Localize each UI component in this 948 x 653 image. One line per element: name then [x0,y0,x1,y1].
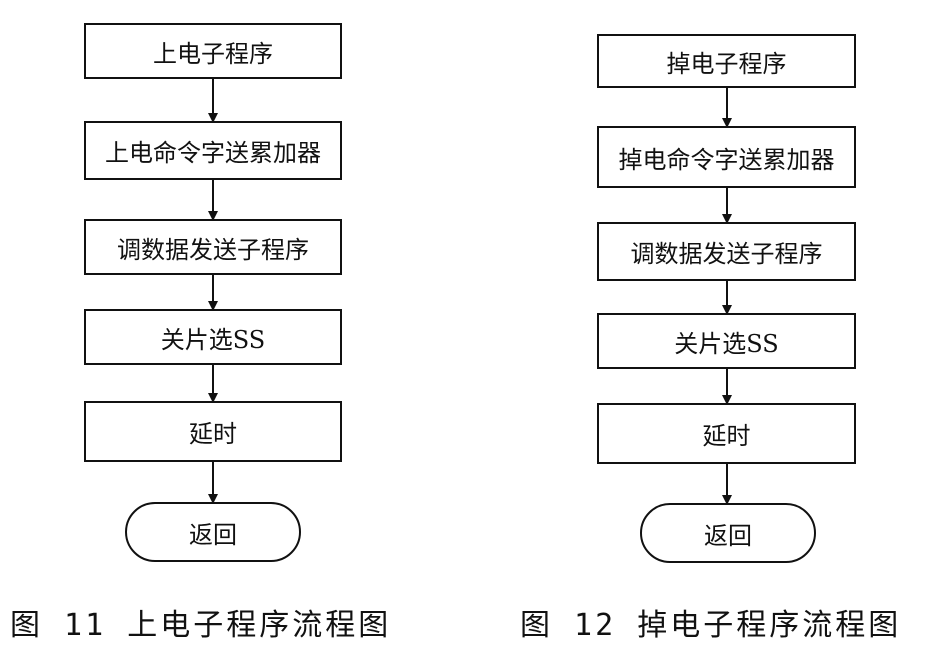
right-step-1: 掉电子程序 [597,34,856,88]
left-step-5: 延时 [84,401,342,462]
right-terminal-return: 返回 [640,503,816,563]
right-step-5: 延时 [597,403,856,464]
left-terminal-return: 返回 [125,502,301,562]
left-step-2: 上电命令字送累加器 [84,121,342,180]
left-step-3: 调数据发送子程序 [84,219,342,275]
caption-figure-11: 图 11 上电子程序流程图 [10,608,392,643]
left-step-4: 关片选SS [84,309,342,365]
right-step-3: 调数据发送子程序 [597,222,856,281]
caption-figure-12: 图 12 掉电子程序流程图 [520,608,902,643]
right-step-2: 掉电命令字送累加器 [597,126,856,188]
right-step-4: 关片选SS [597,313,856,369]
left-step-1: 上电子程序 [84,23,342,79]
